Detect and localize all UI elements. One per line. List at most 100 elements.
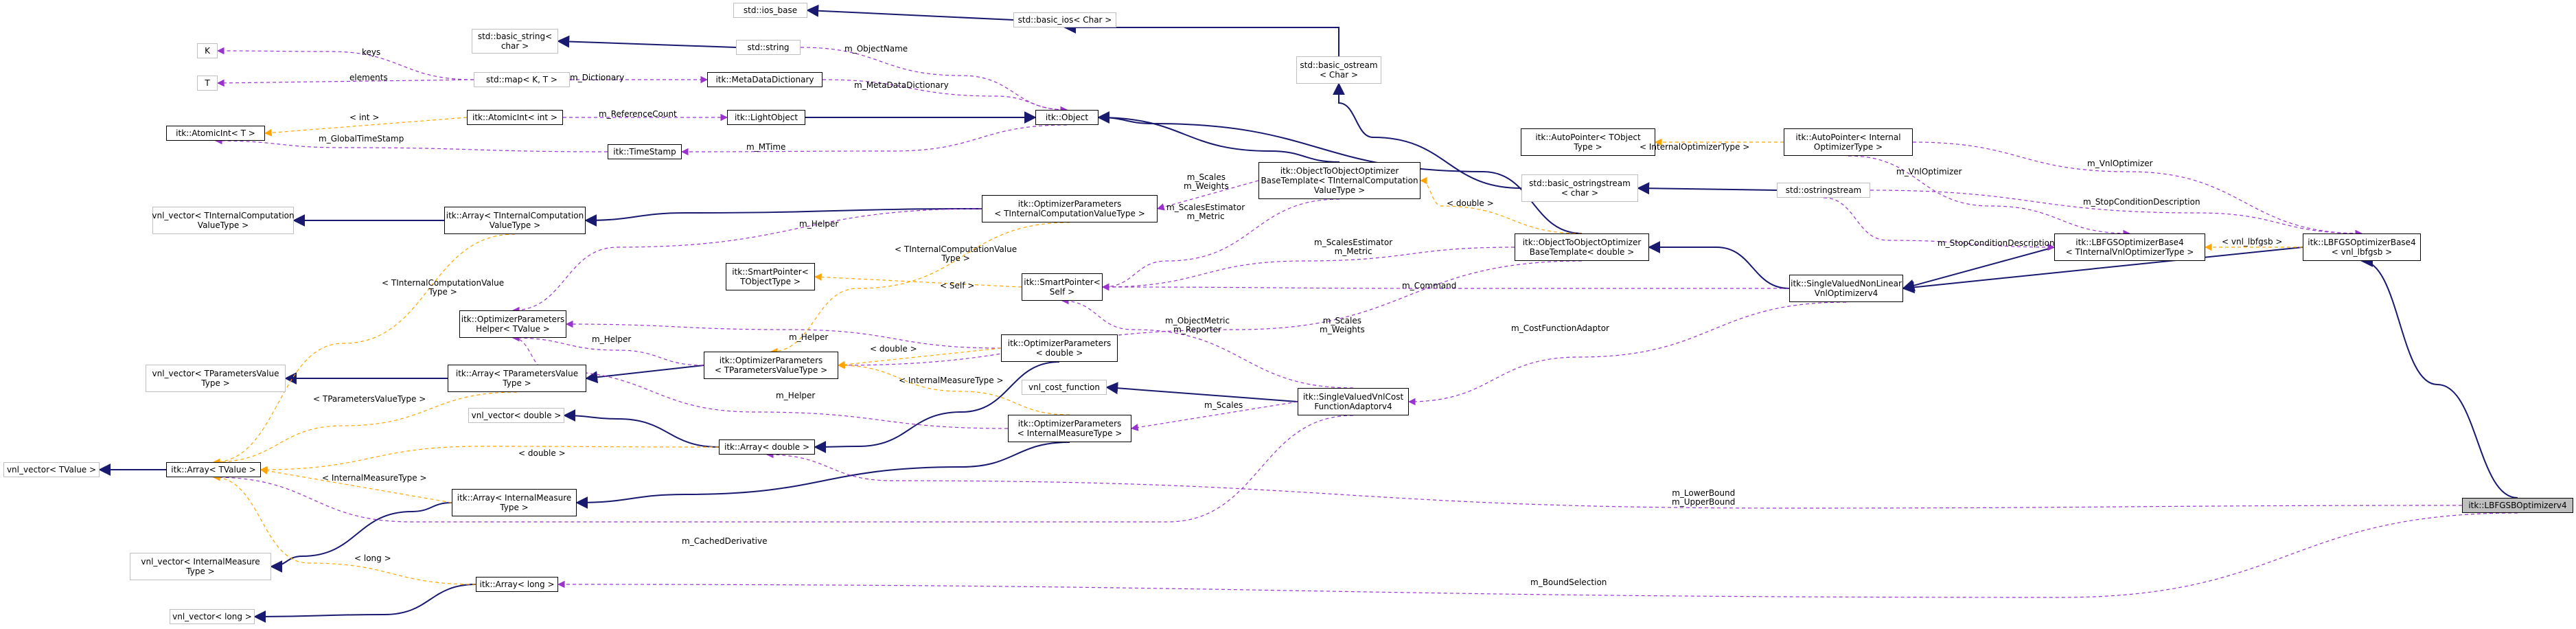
edge-label-line: Type > — [428, 287, 457, 297]
edge-label-m-ReferenceCount: m_ReferenceCount — [599, 110, 677, 119]
usage-edge-optparams-tparams-to-optparams-helper — [511, 334, 704, 366]
usage-edge-ostringstream-to-lbfgs-base4-vnl — [1870, 190, 2363, 238]
edge-label-internal-measure-type-1: < InternalMeasureType > — [899, 376, 1004, 385]
edge-label-line: m_Metric — [1186, 211, 1225, 221]
class-node-label: < TInternalVnlOptimizerType > — [2065, 247, 2194, 257]
edge-label-line: m_Weights — [1320, 325, 1365, 334]
edge-label-vnl-lbfgsb: < vnl_lbfgsb > — [2222, 238, 2282, 247]
class-node-label: < char > — [1561, 188, 1599, 198]
class-node-label: FunctionAdaptorv4 — [1314, 402, 1392, 411]
class-node-lbfgs-base4-vnl[interactable]: itk::LBFGSOptimizerBase4< vnl_lbfgsb > — [2303, 233, 2421, 261]
class-node-label: itk::SmartPointer< — [732, 267, 809, 277]
edge-label-m-MetaDataDictionary: m_MetaDataDictionary — [854, 81, 949, 90]
class-node-label: vnl_vector< InternalMeasure — [141, 557, 260, 567]
edge-label-line: m_ScalesEstimator — [1166, 203, 1245, 212]
class-node-label: itk::Array< TInternalComputation — [446, 211, 584, 220]
class-node-basic-ostringstream: std::basic_ostringstream< char > — [1521, 174, 1638, 202]
edge-label-line: m_VnlOptimizer — [2087, 159, 2153, 168]
edge-label-line: m_Scales — [1322, 316, 1361, 325]
class-node-label: < Char > — [1319, 70, 1358, 80]
class-node-label: itk::ObjectToObjectOptimizer — [1522, 238, 1642, 247]
edge-label-m-ObjectName: m_ObjectName — [844, 45, 908, 54]
class-node-timestamp[interactable]: itk::TimeStamp — [608, 144, 682, 159]
usage-edge-std-map-to-T — [216, 79, 474, 87]
class-node-label: std::ostringstream — [1785, 185, 1862, 195]
inheritance-edge-ostringstream-to-basic-ostringstream — [1637, 182, 1778, 195]
class-node-atomic-int-int[interactable]: itk::AtomicInt< int > — [467, 110, 563, 125]
class-node-std-ios-base: std::ios_base — [733, 3, 807, 18]
class-node-label: Helper< TValue > — [476, 324, 550, 334]
class-node-vnl-vector-long: vnl_vector< long > — [170, 609, 255, 624]
class-node-label: itk::LBFGSOptimizerBase4 — [2308, 238, 2416, 247]
class-node-lbfgsb-optimizer4[interactable]: itk::LBFGSBOptimizerv4 — [2462, 498, 2573, 513]
class-node-ostringstream: std::ostringstream — [1777, 183, 1870, 198]
usage-edge-lbfgsb-optimizer4-to-array-double — [766, 450, 2463, 509]
template-instance-edge-array-long-to-array-tvalue — [212, 473, 476, 585]
usage-edge-optparams-double-to-optparams-helper — [565, 320, 1002, 349]
class-node-optparams-tcomp[interactable]: itk::OptimizerParameters< TInternalCompu… — [982, 195, 1158, 222]
class-node-object[interactable]: itk::Object — [1035, 110, 1099, 125]
class-node-array-tvalue[interactable]: itk::Array< TValue > — [166, 462, 261, 477]
usage-edge-timestamp-to-atomic-int-T — [214, 137, 608, 152]
class-node-label: < double > — [1035, 348, 1083, 358]
class-node-array-long[interactable]: itk::Array< long > — [476, 577, 558, 592]
edge-label-line: < TInternalComputationValue — [382, 278, 505, 288]
edge-label-line: m_ObjectName — [844, 44, 908, 54]
edge-label-line: m_BoundSelection — [1530, 577, 1607, 587]
usage-edge-std-map-to-K — [216, 47, 474, 80]
inheritance-edge-basic-ios-to-std-ios-base — [806, 4, 1014, 21]
edge-label-line: m_ReferenceCount — [599, 109, 677, 119]
inheritance-edge-array-internal-to-vnl-vector-internal — [270, 502, 452, 573]
class-node-label: itk::LBFGSBOptimizerv4 — [2468, 501, 2567, 510]
usage-edge-std-string-to-object — [800, 47, 1068, 114]
edge-label-m-VnlOptimizer-2: m_VnlOptimizer — [1896, 168, 1962, 176]
class-node-label: itk::Array< long > — [479, 580, 555, 589]
class-node-optparams-double[interactable]: itk::OptimizerParameters< double > — [1001, 334, 1118, 362]
inheritance-edge-basic-ostringstream-to-basic-ostream — [1333, 82, 1522, 189]
inheritance-edge-basic-ostream-to-basic-ios — [1063, 21, 1340, 57]
edge-label-internal-measure-type-2: < InternalMeasureType > — [322, 474, 427, 483]
class-node-lbfgs-base4-t[interactable]: itk::LBFGSOptimizerBase4< TInternalVnlOp… — [2054, 233, 2205, 261]
edge-label-line: < double > — [1447, 198, 1494, 208]
class-node-meta-dict[interactable]: itk::MetaDataDictionary — [707, 72, 823, 87]
edge-label-line: m_VnlOptimizer — [1896, 167, 1962, 176]
edge-label-m-Dictionary: m_Dictionary — [570, 73, 624, 82]
class-node-optparams-internal[interactable]: itk::OptimizerParameters< InternalMeasur… — [1008, 415, 1131, 442]
edge-label-line: < TParametersValueType > — [313, 394, 426, 404]
edge-label-line: < long > — [354, 553, 391, 563]
class-node-label: itk::ObjectToObjectOptimizer — [1280, 166, 1399, 176]
class-node-label: itk::AtomicInt< int > — [472, 113, 557, 122]
template-instance-edge-array-tcomp-to-array-tvalue — [212, 233, 516, 466]
class-node-atomic-int-T[interactable]: itk::AtomicInt< T > — [166, 126, 265, 141]
edge-label-m-Helper-1: m_Helper — [799, 220, 838, 229]
edge-label-m-Scales: m_Scales — [1204, 401, 1243, 410]
edge-label-m-BoundSelection: m_BoundSelection — [1530, 578, 1607, 587]
class-node-smartpointer-tobject[interactable]: itk::SmartPointer<TObjectType > — [726, 263, 815, 290]
edge-label-m-VnlOptimizer-1: m_VnlOptimizer — [2087, 159, 2153, 168]
class-node-optparams-tparams[interactable]: itk::OptimizerParameters< TParametersVal… — [704, 352, 838, 379]
edge-label-line: Type > — [941, 253, 970, 263]
edge-label-lt-double-3: < double > — [518, 449, 566, 458]
class-node-array-double[interactable]: itk::Array< double > — [719, 439, 815, 455]
class-node-label: itk::Array< TParametersValue — [455, 369, 579, 378]
class-node-light-object[interactable]: itk::LightObject — [727, 110, 805, 125]
edge-label-m-CostFunctionAdaptor: m_CostFunctionAdaptor — [1511, 324, 1609, 333]
edge-label-line: m_StopConditionDescription — [2083, 197, 2200, 207]
class-node-label: itk::AutoPointer< Internal — [1795, 133, 1901, 142]
class-node-smartpointer-self[interactable]: itk::SmartPointer<Self > — [1022, 273, 1103, 301]
class-node-label: < InternalMeasureType > — [1017, 428, 1123, 438]
